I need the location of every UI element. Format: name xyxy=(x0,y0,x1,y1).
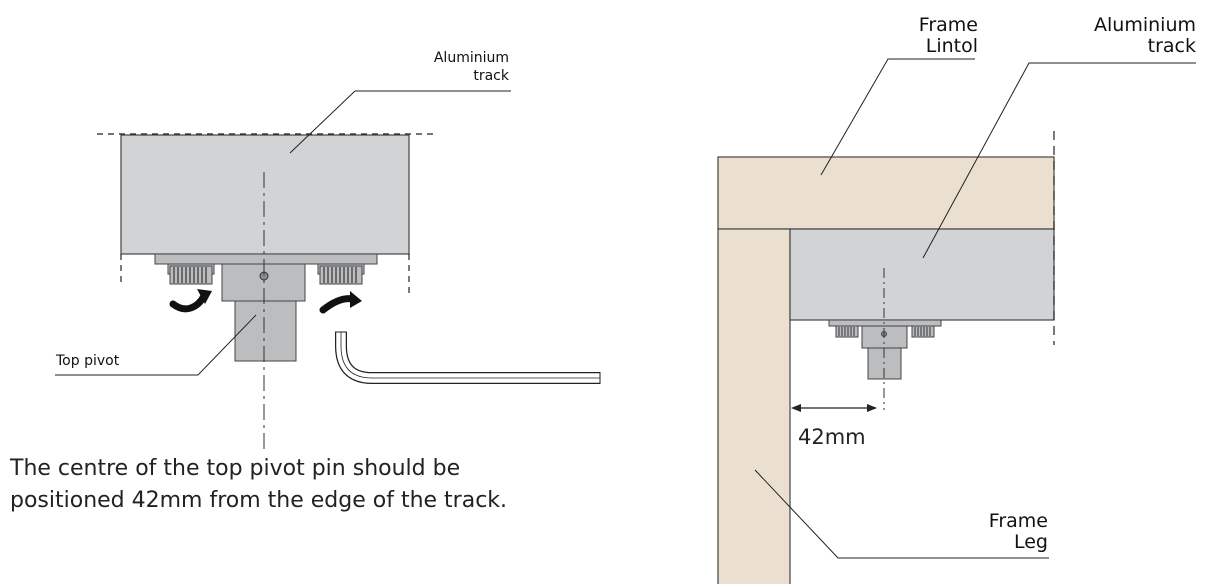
adjuster-wheel-right-right xyxy=(911,325,935,338)
track-right-label-leader xyxy=(922,62,1196,259)
track-right-label-line1: Aluminium xyxy=(1094,14,1196,36)
pivot-base-plate xyxy=(154,253,378,265)
rotation-arrow-right-icon xyxy=(319,291,362,314)
adjuster-wheel-right xyxy=(317,263,365,285)
leg-label-line2: Leg xyxy=(1014,531,1048,553)
track-label-line2: track xyxy=(473,68,510,84)
frame-lintol xyxy=(717,156,1055,230)
adjuster-wheel-left xyxy=(167,263,215,285)
leg-label-leader xyxy=(754,469,1049,559)
track-label-line1: Aluminium xyxy=(434,50,509,66)
adjuster-wheel-right-left xyxy=(835,325,859,338)
track-right-label-line2: track xyxy=(1148,35,1196,57)
dimension-arrow-left-icon xyxy=(791,404,801,412)
lintol-label-leader xyxy=(820,58,975,176)
top-pivot-pin xyxy=(234,300,297,362)
right-diagram: 42mm Frame Lintol Aluminium track Frame … xyxy=(717,14,1196,584)
pivot-label-leader xyxy=(55,314,257,376)
instruction-note-line2: positioned 42mm from the edge of the tra… xyxy=(10,488,507,513)
instruction-note-line1: The centre of the top pivot pin should b… xyxy=(9,456,460,481)
leg-label-line1: Frame xyxy=(989,510,1048,532)
dimension-label: 42mm xyxy=(798,425,866,449)
track-label-leader xyxy=(289,90,511,154)
rotation-arrow-left-icon xyxy=(169,289,212,313)
lintol-label-line2: Lintol xyxy=(926,35,978,57)
pivot-base-plate-right xyxy=(828,319,942,327)
aluminium-track-right xyxy=(789,228,1055,321)
frame-leg xyxy=(717,228,791,584)
allen-key-icon xyxy=(335,331,601,384)
aluminium-track xyxy=(120,134,410,255)
pivot-label: Top pivot xyxy=(55,353,120,369)
left-diagram: Aluminium track Top pivot The centre of … xyxy=(9,50,601,513)
lintol-label-line1: Frame xyxy=(919,14,978,36)
